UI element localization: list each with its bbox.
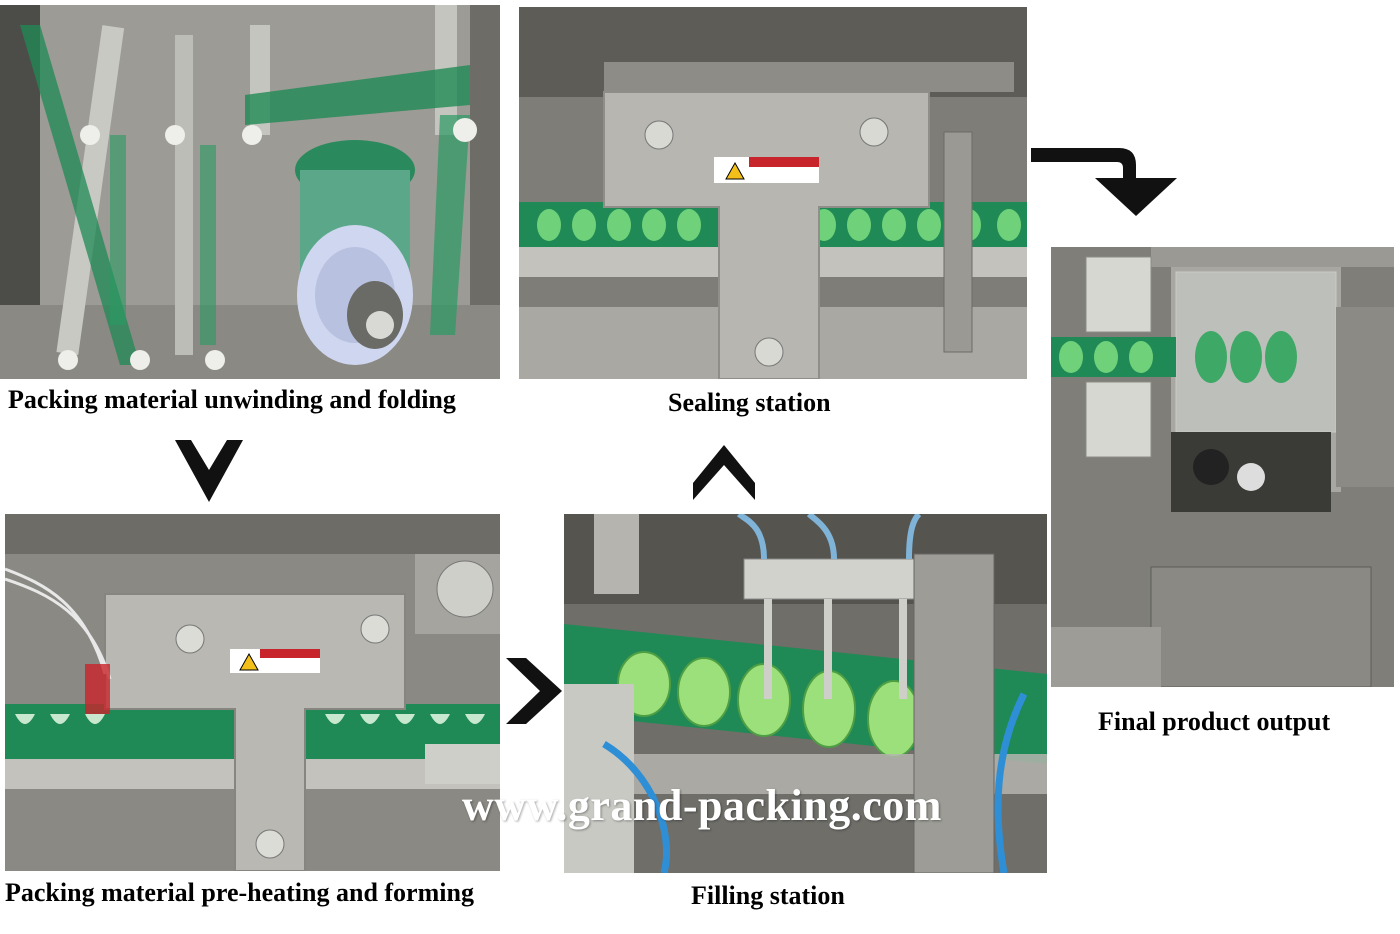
caption-sealing: Sealing station [668, 388, 831, 417]
unwinding-photo [0, 5, 500, 379]
caption-filling: Filling station [691, 881, 845, 910]
caption-preheating: Packing material pre-heating and forming [5, 878, 474, 907]
arrow-up-icon [693, 445, 755, 500]
arrow-bent-down-icon [1031, 148, 1177, 216]
output-photo [1051, 247, 1394, 687]
caption-output: Final product output [1098, 707, 1331, 736]
arrow-right-icon [506, 658, 562, 724]
arrow-down-icon [175, 440, 243, 502]
caption-unwinding: Packing material unwinding and folding [8, 385, 456, 414]
preheating-photo [5, 514, 500, 871]
watermark-text: www.grand-packing.com [462, 781, 942, 830]
sealing-photo [519, 7, 1027, 379]
filling-photo [564, 514, 1047, 873]
